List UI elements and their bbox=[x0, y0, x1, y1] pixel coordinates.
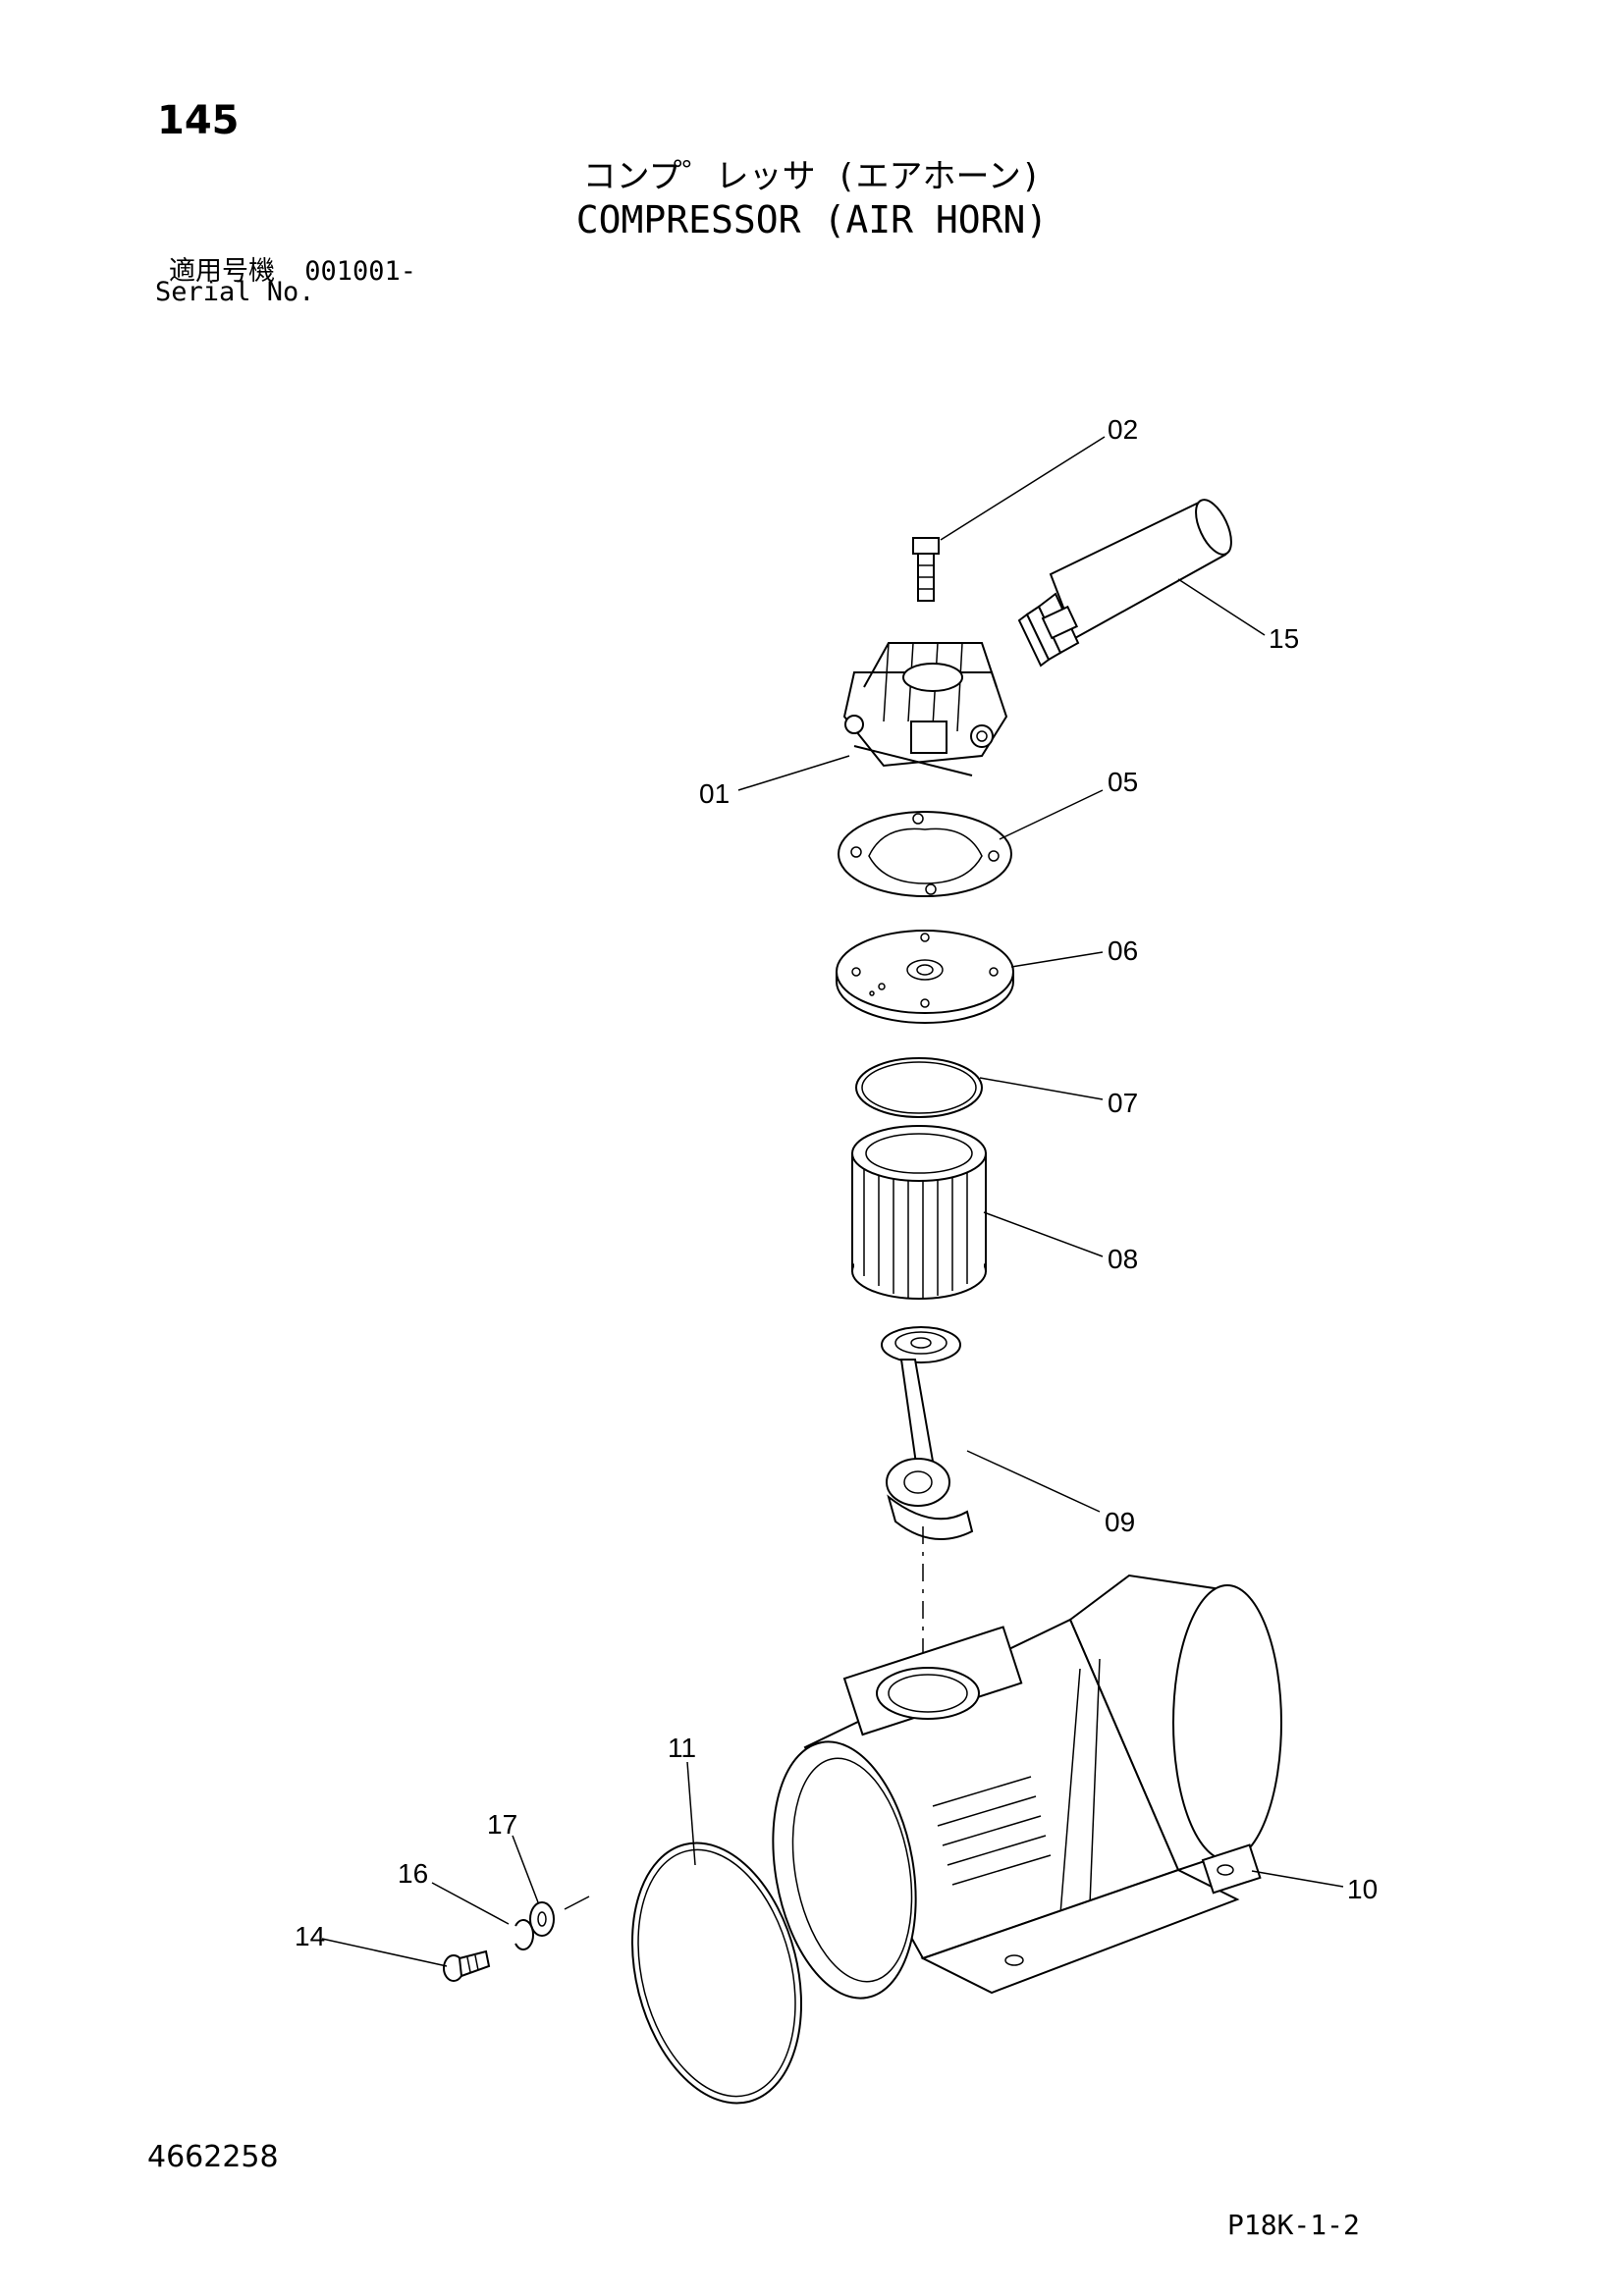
page-number: 145 bbox=[157, 98, 240, 143]
serial-label-jp: 適用号機 bbox=[169, 256, 275, 287]
part-02-bolt bbox=[912, 537, 940, 602]
callout-11: 11 bbox=[668, 1733, 696, 1763]
part-07-o-ring bbox=[855, 1057, 983, 1118]
callout-08: 08 bbox=[1108, 1244, 1138, 1274]
part-16-snap-ring bbox=[514, 1919, 534, 1950]
page-code: P18K-1-2 bbox=[1227, 2209, 1360, 2241]
callout-15: 15 bbox=[1269, 623, 1299, 654]
callout-01: 01 bbox=[699, 778, 730, 809]
part-11-large-o-ring bbox=[630, 1842, 803, 2105]
part-01-cylinder-head bbox=[842, 642, 1008, 776]
callout-09: 09 bbox=[1105, 1507, 1135, 1537]
title-japanese: コンプ゜レッサ (エアホーン) bbox=[582, 157, 1042, 196]
serial-value: 001001- bbox=[304, 256, 417, 287]
part-09-connecting-rod bbox=[881, 1326, 974, 1540]
leader-lines bbox=[321, 436, 1344, 1967]
callout-07: 07 bbox=[1108, 1088, 1138, 1118]
serial-label-jp-row: 適用号機 001001- bbox=[169, 249, 416, 288]
part-17-washer bbox=[529, 1901, 555, 1937]
part-05-gasket bbox=[838, 811, 1012, 897]
part-10-motor-body bbox=[772, 1574, 1282, 2000]
small-axis-line bbox=[564, 1896, 590, 1910]
part-14-screw bbox=[443, 1949, 491, 1982]
callout-16: 16 bbox=[398, 1858, 428, 1889]
callout-17: 17 bbox=[487, 1809, 517, 1840]
callout-10: 10 bbox=[1347, 1874, 1378, 1904]
part-15-horn bbox=[1017, 499, 1232, 667]
callout-02: 02 bbox=[1108, 414, 1138, 445]
part-08-finned-cylinder bbox=[851, 1125, 987, 1300]
callout-05: 05 bbox=[1108, 767, 1138, 797]
document-number: 4662258 bbox=[147, 2140, 279, 2174]
serial-label-en: Serial No. bbox=[155, 277, 315, 307]
title-english: COMPRESSOR (AIR HORN) bbox=[575, 198, 1049, 241]
callout-06: 06 bbox=[1108, 935, 1138, 966]
part-06-valve-plate bbox=[836, 930, 1014, 1024]
callout-14: 14 bbox=[295, 1921, 325, 1951]
